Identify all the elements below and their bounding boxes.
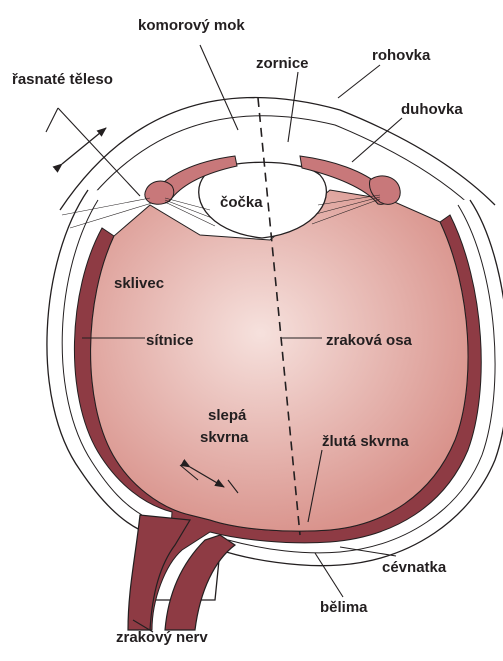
label-cornea: rohovka xyxy=(372,47,431,64)
label-optic-nerve: zrakový nerv xyxy=(116,629,208,646)
vitreous-body xyxy=(91,190,468,531)
label-visual-axis: zraková osa xyxy=(326,332,413,349)
label-sclera: bělima xyxy=(320,599,368,616)
label-aqueous-humor: komorový mok xyxy=(138,17,245,34)
label-pupil: zornice xyxy=(256,55,309,72)
label-blind-spot-line-1: slepá xyxy=(208,407,247,424)
label-choroid: cévnatka xyxy=(382,559,447,576)
ciliary-body-left xyxy=(145,181,174,204)
ciliary-body-arrow xyxy=(62,128,106,164)
label-yellow-spot: žlutá skvrna xyxy=(322,433,409,450)
label-ciliary-body: řasnaté těleso xyxy=(12,71,113,88)
label-vitreous: sklivec xyxy=(114,275,164,292)
label-iris: duhovka xyxy=(401,101,463,118)
label-retina: sítnice xyxy=(146,332,194,349)
label-blind-spot-line-2: skvrna xyxy=(200,429,249,446)
label-lens: čočka xyxy=(220,194,263,211)
